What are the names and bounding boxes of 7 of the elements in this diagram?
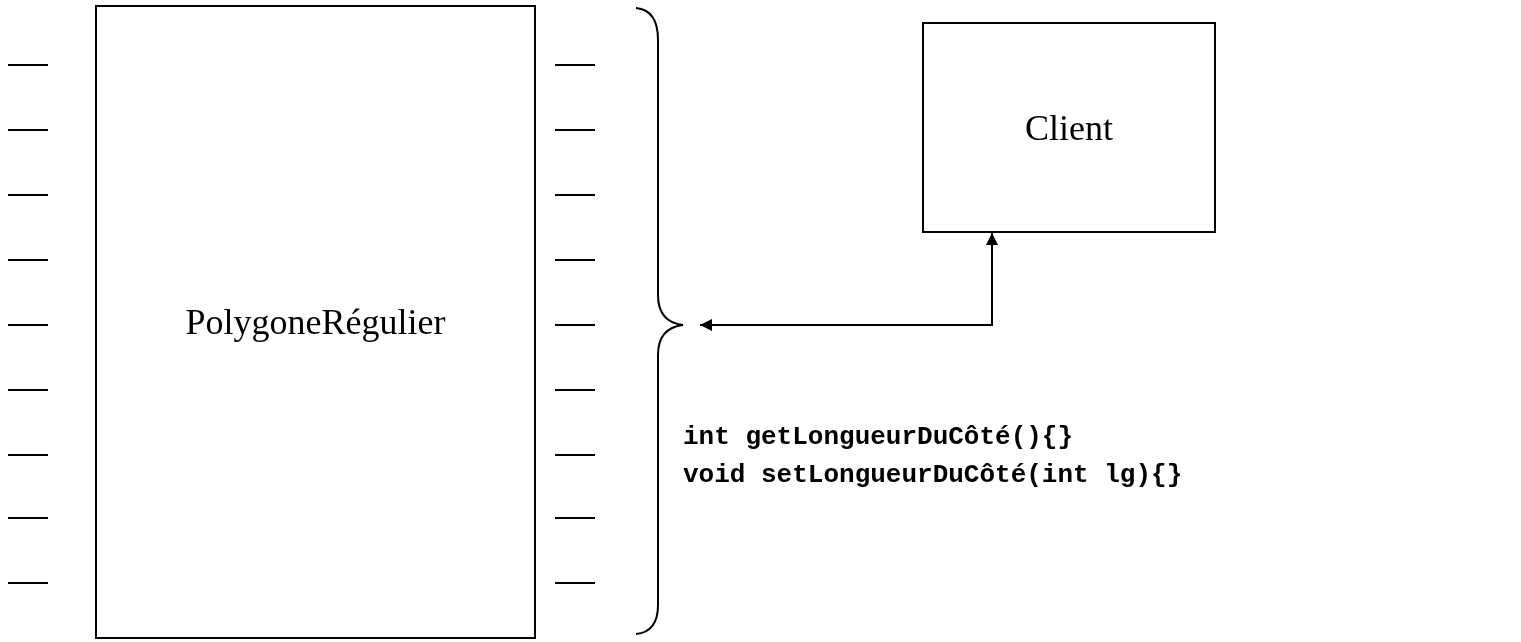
arrow xyxy=(699,232,998,331)
class-name: Client xyxy=(1025,106,1113,149)
class-box xyxy=(922,22,1216,233)
code-line: int getLongueurDuCôté(){} xyxy=(683,422,1074,452)
class-box xyxy=(95,5,536,639)
class-name: PolygoneRégulier xyxy=(185,301,446,343)
code-line: void setLongueurDuCôté(int lg){} xyxy=(683,460,1183,490)
